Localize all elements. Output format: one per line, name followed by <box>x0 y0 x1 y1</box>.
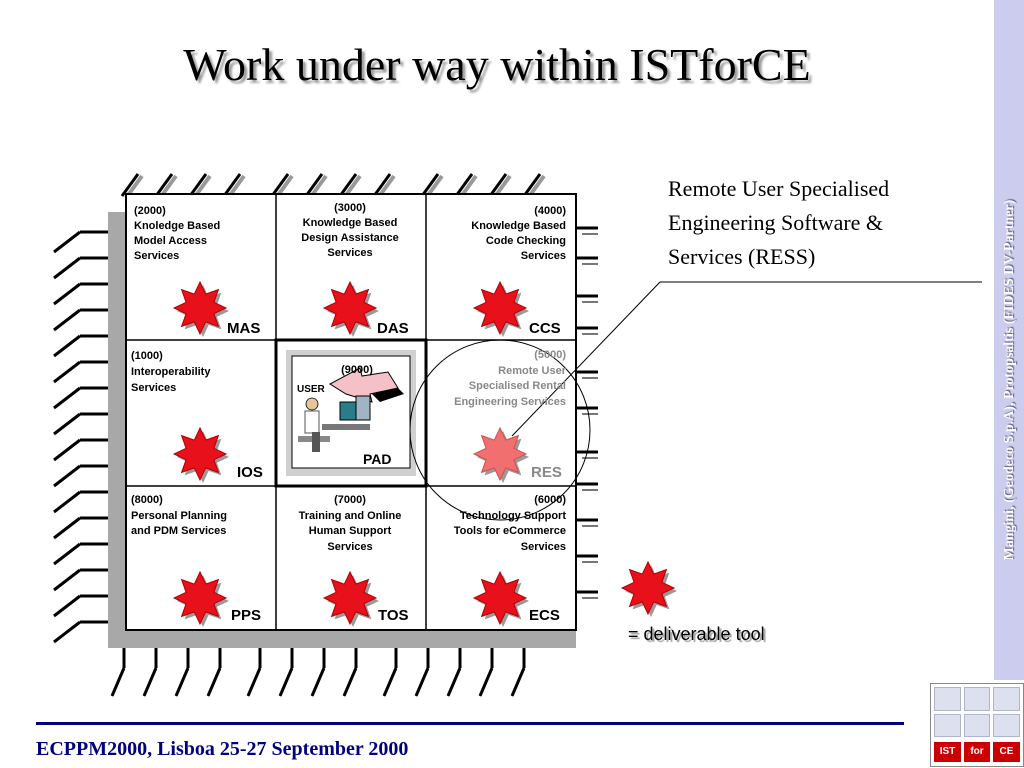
bottom-pin <box>278 667 294 697</box>
cell-9000-text: (9000) <box>341 364 373 376</box>
user-head <box>305 397 319 411</box>
left-pin <box>53 464 81 488</box>
deliverable-star <box>472 426 528 482</box>
left-pin <box>53 412 81 436</box>
top-pin <box>338 173 358 197</box>
deliverable-star <box>620 560 676 616</box>
top-pin <box>120 173 140 197</box>
left-pin <box>53 516 81 540</box>
bottom-pin <box>382 667 398 697</box>
top-pin <box>488 173 508 197</box>
computer-tower <box>355 395 371 421</box>
deliverable-star <box>172 426 228 482</box>
top-pin <box>270 173 290 197</box>
left-pin <box>53 594 81 618</box>
deliverable-star <box>172 570 228 626</box>
bottom-pin <box>478 667 494 697</box>
bottom-pin <box>342 667 358 697</box>
left-pin <box>53 230 81 254</box>
deliverable-star <box>322 570 378 626</box>
code-ecs: ECS <box>529 607 560 624</box>
code-mas: MAS <box>227 320 261 337</box>
bottom-pin <box>510 667 526 697</box>
left-pin <box>53 308 81 332</box>
left-pin <box>53 620 81 644</box>
bottom-pin <box>142 667 158 697</box>
legend-label: = deliverable tool <box>628 624 765 644</box>
left-pin <box>53 490 81 514</box>
istforce-logo: IST for CE <box>930 683 1024 767</box>
logo-word: IST <box>934 742 961 762</box>
bottom-pin <box>310 667 326 697</box>
code-pad: PAD <box>363 451 392 467</box>
top-pin <box>154 173 174 197</box>
code-ios: IOS <box>237 464 263 481</box>
code-tos: TOS <box>378 607 409 624</box>
code-ccs: CCS <box>529 320 561 337</box>
left-pin <box>53 542 81 566</box>
top-pin <box>372 173 392 197</box>
code-pps: PPS <box>231 607 262 624</box>
top-pin <box>522 173 542 197</box>
deliverable-star <box>472 280 528 336</box>
desk <box>322 424 370 430</box>
bottom-pin <box>174 667 190 697</box>
logo-word: CE <box>993 742 1020 762</box>
bottom-pin <box>206 667 222 697</box>
top-pin <box>304 173 324 197</box>
deliverable-star <box>322 280 378 336</box>
logo-word: for <box>964 742 990 762</box>
top-pin <box>420 173 440 197</box>
left-pin <box>53 438 81 462</box>
footer-divider <box>36 722 904 725</box>
monitor <box>339 401 359 421</box>
top-pin <box>188 173 208 197</box>
user-legs <box>312 432 320 452</box>
bottom-pin <box>446 667 462 697</box>
bottom-pin <box>110 667 126 697</box>
code-res: RES <box>531 464 562 481</box>
side-bar <box>994 0 1024 680</box>
top-pin <box>222 173 242 197</box>
bottom-pin <box>246 667 262 697</box>
ress-description: Remote User Specialised Engineering Soft… <box>668 176 890 269</box>
code-das: DAS <box>377 320 409 337</box>
left-pin <box>53 360 81 384</box>
highlight-circle <box>409 339 591 521</box>
top-pin <box>454 173 474 197</box>
center-cell-border <box>274 338 428 488</box>
footer-text: ECPPM2000, Lisboa 25-27 September 2000 <box>36 738 409 760</box>
callout-line <box>511 281 661 437</box>
bottom-pin <box>414 667 430 697</box>
user-label: USER <box>297 384 325 395</box>
left-pin <box>53 282 81 306</box>
slide-title: Work under way within ISTforCE <box>183 39 811 90</box>
deliverable-star <box>472 570 528 626</box>
user-body <box>304 410 320 434</box>
left-pin <box>53 568 81 592</box>
arrow-head <box>372 388 404 402</box>
deliverable-star <box>172 280 228 336</box>
left-pin <box>53 256 81 280</box>
left-pin <box>53 334 81 358</box>
left-pin <box>53 386 81 410</box>
